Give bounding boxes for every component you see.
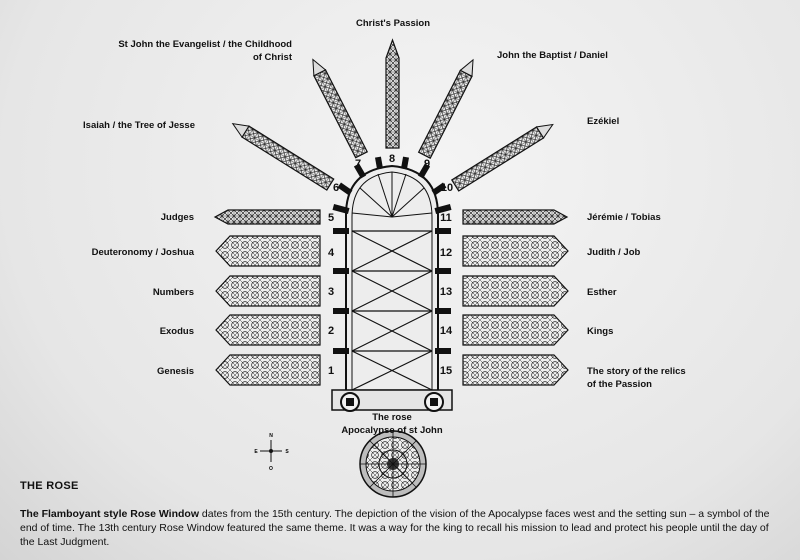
nave-window-11 bbox=[462, 209, 569, 225]
nave-window-12 bbox=[462, 235, 569, 267]
apse-window-9 bbox=[417, 58, 474, 159]
rose-label-line1: The rose bbox=[372, 412, 412, 423]
label-judges: Judges bbox=[161, 212, 194, 223]
label-genesis: Genesis bbox=[157, 366, 194, 377]
compass-east: E bbox=[254, 449, 258, 455]
nave-window-14 bbox=[462, 314, 569, 346]
label-esther: Esther bbox=[587, 287, 617, 298]
window-number-9: 9 bbox=[424, 158, 430, 170]
label-deuteronomy-joshua: Deuteronomy / Joshua bbox=[92, 247, 195, 258]
nave-window-1 bbox=[215, 354, 321, 386]
label-kings: Kings bbox=[587, 326, 613, 337]
description-body: dates from the 15th century. The depicti… bbox=[20, 508, 770, 548]
compass-north: N bbox=[269, 433, 273, 439]
label-st-john-evangelist-cont: of Christ bbox=[253, 52, 293, 63]
chapel-floor-plan bbox=[331, 156, 453, 412]
description-paragraph: The Flamboyant style Rose Window dates f… bbox=[20, 507, 780, 549]
window-number-12: 12 bbox=[440, 247, 452, 259]
label-numbers: Numbers bbox=[153, 287, 194, 298]
nave-window-3 bbox=[215, 275, 321, 307]
nave-window-5 bbox=[213, 209, 321, 225]
window-number-8: 8 bbox=[389, 153, 395, 165]
label-jeremie-tobias: Jérémie / Tobias bbox=[587, 212, 661, 223]
nave-window-15 bbox=[462, 354, 569, 386]
window-number-7: 7 bbox=[355, 158, 361, 170]
window-number-2: 2 bbox=[328, 325, 334, 337]
label-exodus: Exodus bbox=[160, 326, 194, 337]
rose-window bbox=[359, 430, 427, 498]
window-number-6: 6 bbox=[333, 182, 339, 194]
window-number-4: 4 bbox=[328, 247, 335, 259]
label-christs-passion: Christ's Passion bbox=[356, 18, 430, 29]
section-title: THE ROSE bbox=[20, 480, 79, 492]
window-number-3: 3 bbox=[328, 286, 334, 298]
label-relics-passion-cont: of the Passion bbox=[587, 379, 652, 390]
window-number-11: 11 bbox=[440, 212, 452, 224]
apse-window-7 bbox=[312, 58, 369, 159]
compass-rose: N O E S bbox=[254, 433, 289, 472]
label-judith-job: Judith / Job bbox=[587, 247, 641, 258]
nave-window-2 bbox=[215, 314, 321, 346]
window-number-10: 10 bbox=[441, 182, 453, 194]
rose-label-line2: Apocalypse of st John bbox=[341, 425, 443, 436]
nave-window-4 bbox=[215, 235, 321, 267]
label-ezekiel: Ezékiel bbox=[587, 116, 619, 127]
label-relics-passion: The story of the relics bbox=[587, 366, 686, 377]
window-number-13: 13 bbox=[440, 286, 452, 298]
compass-west: O bbox=[269, 466, 273, 472]
label-st-john-evangelist: St John the Evangelist / the Childhood bbox=[118, 39, 292, 50]
nave-window-13 bbox=[462, 275, 569, 307]
window-number-5: 5 bbox=[328, 212, 334, 224]
apse-window-10 bbox=[450, 123, 554, 192]
label-isaiah-tree-jesse: Isaiah / the Tree of Jesse bbox=[83, 120, 195, 131]
window-number-14: 14 bbox=[440, 325, 453, 337]
compass-south: S bbox=[285, 449, 289, 455]
apse-window-6 bbox=[231, 122, 335, 191]
description-lead: The Flamboyant style Rose Window bbox=[20, 508, 200, 520]
window-number-15: 15 bbox=[440, 365, 452, 377]
apse-window-8 bbox=[385, 38, 400, 149]
label-john-baptist-daniel: John the Baptist / Daniel bbox=[497, 50, 608, 61]
window-number-1: 1 bbox=[328, 365, 334, 377]
